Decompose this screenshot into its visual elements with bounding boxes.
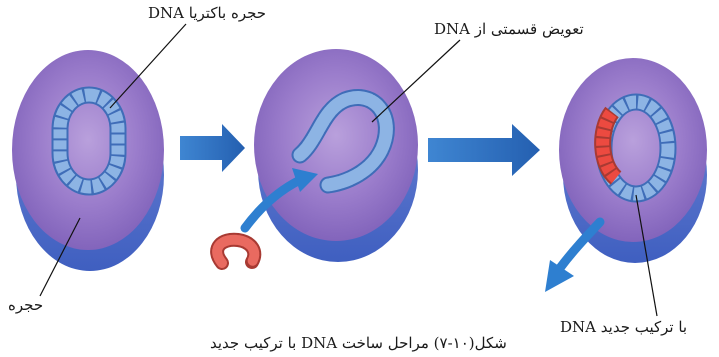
cell-3 [545, 58, 707, 292]
label-recombinant-dna: DNA با ترکیب جدید [560, 318, 687, 336]
cell-1-body [12, 50, 164, 250]
cell-1 [12, 50, 164, 271]
label-dna-replacement: تعویض قسمتی از DNA [434, 20, 584, 38]
figure-caption: شکل(۱۰-۷) مراحل ساخت DNA با ترکیب جدید [210, 334, 507, 352]
step-arrow-1 [180, 124, 245, 172]
label-cell: حجره [8, 296, 43, 314]
step-arrow-2 [428, 124, 540, 176]
label-bacterial-dna: DNA حجره باکتریا [148, 4, 266, 22]
cell-2 [245, 49, 418, 262]
foreign-dna-fragment [217, 240, 254, 263]
cell-3-body [559, 58, 707, 242]
cell-2-body [254, 49, 418, 241]
